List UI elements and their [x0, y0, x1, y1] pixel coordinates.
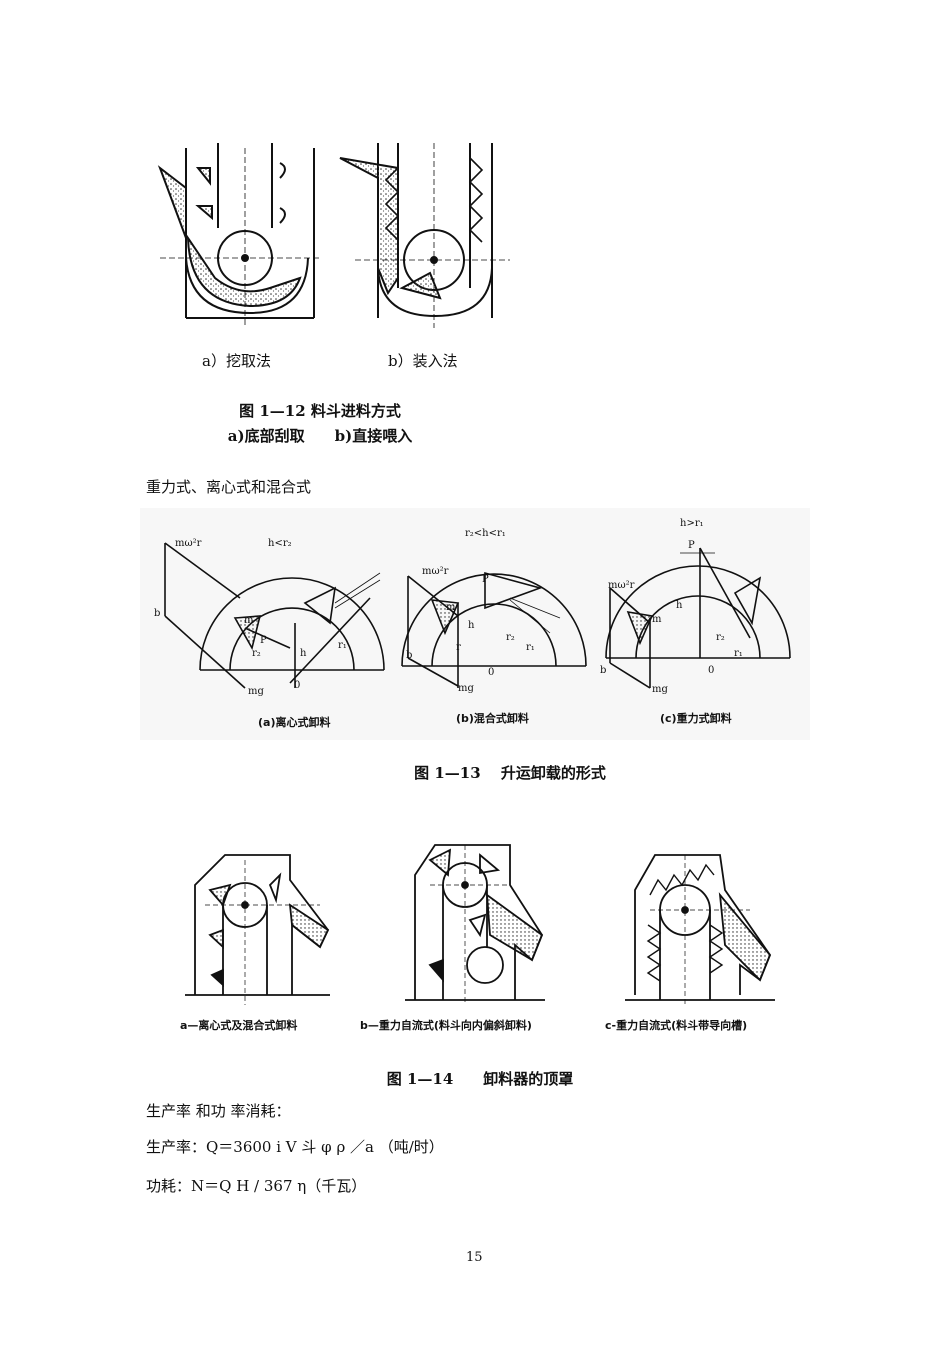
fig12-label-b: b）装入法: [388, 352, 458, 370]
fig13-c-centrifugal: mω²r: [608, 580, 635, 591]
fig13-a-cond: h<r₂: [268, 538, 292, 549]
text-line-3: 功耗：N＝Q H / 367 η（千瓦）: [146, 1177, 367, 1195]
fig13-a-r2: r₂: [252, 648, 261, 659]
fig13-c-mg: mg: [652, 684, 668, 695]
fig13-a-centrifugal: mω²r: [175, 538, 202, 549]
fig14-label-a: a—离心式及混合式卸料: [180, 1019, 298, 1032]
fig13-b-p: P: [482, 574, 489, 585]
fig13-c-r2: r₂: [716, 632, 725, 643]
fig13-tag-a: (a)离心式卸料: [258, 716, 331, 729]
figure-1-14: a—离心式及混合式卸料 b—重力自流式(料斗向内偏斜卸料) c-重力自流式(料斗…: [180, 835, 810, 1040]
fig12-subcaption: a)底部刮取 b)直接喂入: [227, 427, 413, 445]
fig13-b-r2: r₂: [506, 632, 515, 643]
fig12-caption: 图 1—12 料斗进料方式: [239, 402, 401, 420]
fig13-b-h: h: [468, 620, 475, 631]
fig13-b-centrifugal: mω²r: [422, 566, 449, 577]
fig13-b-b: b: [406, 650, 412, 661]
text-line-1: 生产率 和功 率消耗：: [146, 1102, 291, 1120]
fig13-a-h: h: [300, 648, 307, 659]
fig13-b-m: m: [446, 602, 456, 613]
fig13-a-p: P: [260, 635, 267, 646]
fig13-c-origin: 0: [708, 665, 714, 676]
fig13-b-r1: r₁: [526, 642, 535, 653]
figure-1-12-drawing: [157, 143, 510, 328]
section-heading: 重力式、离心式和混合式: [146, 478, 312, 496]
fig13-c-h: h: [676, 600, 683, 611]
fig14-caption: 图 1—14 卸料器的顶罩: [386, 1070, 574, 1088]
fig13-c-m: m: [652, 614, 662, 625]
figure-1-12: a）挖取法 b）装入法: [140, 128, 520, 388]
figure-1-13: mω²r h<r₂ b m P h r₁ r₂ mg 0 r₂<h<r₁ mω²…: [140, 508, 810, 740]
fig13-a-origin: 0: [294, 680, 300, 691]
figure-1-14-drawing: [185, 844, 775, 1005]
fig13-a-b: b: [154, 608, 160, 619]
fig13-c-b: b: [600, 665, 606, 676]
fig14-label-c: c-重力自流式(料斗带导向槽): [605, 1019, 748, 1032]
fig13-tag-c: (c)重力式卸料: [660, 712, 732, 725]
fig14-label-b: b—重力自流式(料斗向内偏斜卸料): [360, 1019, 532, 1032]
fig13-panel-a-drawing: [164, 542, 385, 689]
fig13-panel-c-drawing: [605, 547, 791, 689]
fig13-b-mg: mg: [458, 683, 474, 694]
fig13-a-m: m: [244, 615, 254, 626]
fig13-b-cond: r₂<h<r₁: [465, 528, 506, 539]
fig14-b-drawing: [405, 844, 545, 1005]
fig13-tag-b: (b)混合式卸料: [456, 712, 529, 725]
fig14-c-drawing: [625, 854, 775, 1005]
fig13-b-r: r: [456, 642, 461, 653]
fig12-label-a: a）挖取法: [202, 352, 271, 370]
page-number: 15: [466, 1250, 483, 1265]
fig13-c-r1: r₁: [734, 648, 743, 659]
fig14-a-drawing: [185, 854, 330, 1005]
fig13-a-r1: r₁: [338, 640, 347, 651]
fig12-b-drawing: [339, 143, 510, 328]
figure-1-13-drawing: mω²r h<r₂ b m P h r₁ r₂ mg 0 r₂<h<r₁ mω²…: [154, 518, 791, 697]
fig13-a-mg: mg: [248, 686, 264, 697]
fig13-c-cond: h>r₁: [680, 518, 704, 529]
fig13-caption: 图 1—13 升运卸载的形式: [414, 764, 606, 782]
fig12-a-drawing: [157, 143, 320, 328]
fig13-panel-b-drawing: [401, 571, 587, 688]
fig13-b-origin: 0: [488, 667, 494, 678]
fig13-c-p: P: [688, 540, 695, 551]
text-line-2: 生产率：Q＝3600 i V 斗 φ ρ ／a （吨/时）: [146, 1138, 444, 1156]
